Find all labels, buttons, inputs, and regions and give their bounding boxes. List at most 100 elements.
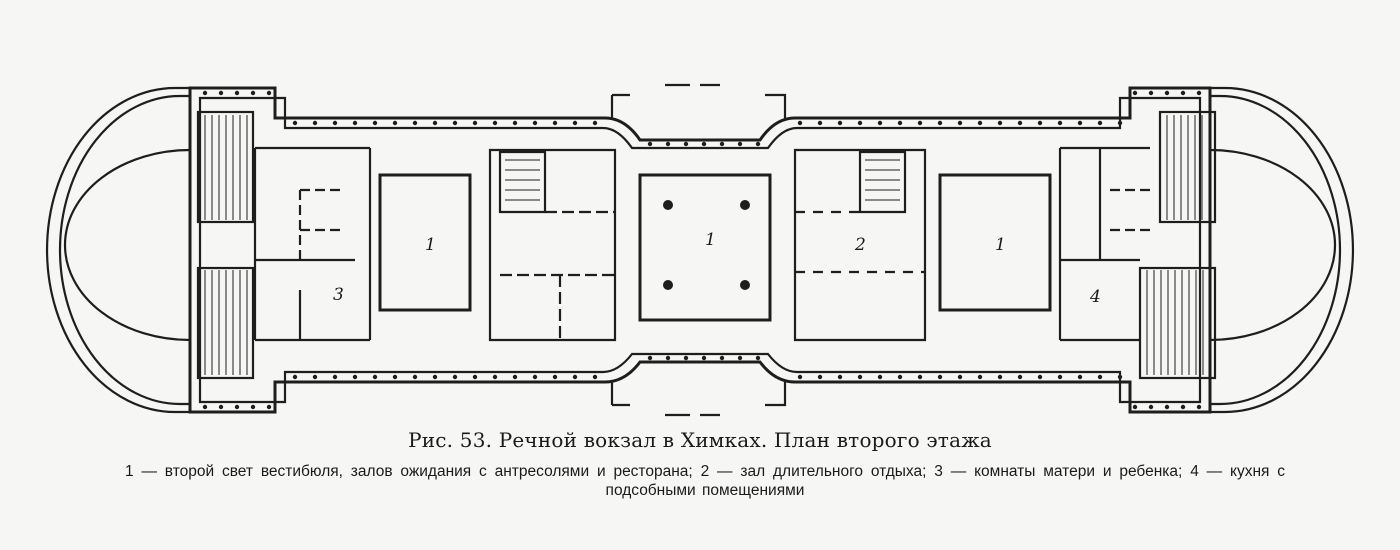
window-mark [837, 374, 843, 380]
window-mark [997, 374, 1003, 380]
plan-label-right-hall: 1 [995, 235, 1006, 255]
building-outline [188, 86, 1212, 414]
plan-label-left-hall: 1 [425, 235, 436, 255]
window-mark [452, 120, 458, 126]
window-mark [737, 355, 743, 361]
window-mark [412, 120, 418, 126]
window-mark [837, 120, 843, 126]
window-mark [797, 120, 803, 126]
window-mark [1148, 90, 1154, 96]
window-mark [977, 120, 983, 126]
window-mark [665, 355, 671, 361]
window-mark [877, 120, 883, 126]
window-mark [250, 404, 256, 410]
window-mark [332, 120, 338, 126]
right-stair-top [1158, 110, 1217, 224]
window-mark [877, 374, 883, 380]
window-mark [1017, 374, 1023, 380]
plan-label-mother-child: 3 [333, 285, 344, 305]
left-terrace-inner [58, 94, 190, 406]
window-mark [234, 404, 240, 410]
window-mark [592, 374, 598, 380]
left-hall-1 [378, 173, 472, 312]
window-mark [897, 120, 903, 126]
window-mark [1057, 374, 1063, 380]
window-mark [957, 374, 963, 380]
window-mark [250, 90, 256, 96]
center-hall-1 [638, 173, 772, 322]
window-mark [218, 404, 224, 410]
window-mark [683, 355, 689, 361]
legend-item-4: 4 — кухня с подсобными помещениями [605, 463, 1286, 499]
right-lawn-arc [1209, 148, 1337, 342]
window-mark [392, 374, 398, 380]
right-terrace-inner [1210, 94, 1342, 406]
window-mark [372, 374, 378, 380]
window-mark [977, 374, 983, 380]
figure-caption: Рис. 53. Речной вокзал в Химках. План вт… [408, 428, 992, 452]
window-mark [755, 355, 761, 361]
window-mark [937, 374, 943, 380]
window-mark [1097, 120, 1103, 126]
window-mark [857, 374, 863, 380]
window-mark [1077, 374, 1083, 380]
window-mark [292, 120, 298, 126]
window-mark [572, 120, 578, 126]
floor-plan-drawing: 1 1 2 1 3 4 [45, 83, 1355, 417]
window-mark [647, 141, 653, 147]
window-mark [1196, 90, 1202, 96]
window-mark [701, 141, 707, 147]
window-mark [1097, 374, 1103, 380]
window-mark [452, 374, 458, 380]
window-mark [292, 374, 298, 380]
window-mark [412, 374, 418, 380]
window-mark [218, 90, 224, 96]
window-mark [552, 120, 558, 126]
window-mark [817, 120, 823, 126]
window-mark [202, 90, 208, 96]
window-mark [472, 120, 478, 126]
window-mark [1148, 404, 1154, 410]
window-mark [432, 374, 438, 380]
window-mark [512, 374, 518, 380]
window-mark [1117, 120, 1123, 126]
window-mark [512, 120, 518, 126]
left-stair-top [196, 110, 255, 224]
window-mark [719, 355, 725, 361]
window-mark [701, 355, 707, 361]
right-terrace-outer [1210, 86, 1355, 414]
window-mark [266, 90, 272, 96]
window-mark [1057, 120, 1063, 126]
window-mark [1196, 404, 1202, 410]
window-mark [266, 404, 272, 410]
right-hall-1 [938, 173, 1052, 312]
window-mark [1037, 120, 1043, 126]
window-mark [1164, 90, 1170, 96]
legend-item-2: 2 — зал длительного отдыха; [700, 463, 927, 480]
window-mark [372, 120, 378, 126]
window-mark [1164, 404, 1170, 410]
window-mark [472, 374, 478, 380]
window-mark [937, 120, 943, 126]
window-mark [897, 374, 903, 380]
window-mark [719, 141, 725, 147]
window-mark [797, 374, 803, 380]
window-mark [1117, 374, 1123, 380]
window-mark [532, 374, 538, 380]
window-mark [1180, 404, 1186, 410]
window-mark [592, 120, 598, 126]
window-mark [392, 120, 398, 126]
right-stair-bottom [1138, 266, 1217, 380]
window-mark [1132, 90, 1138, 96]
window-mark [997, 120, 1003, 126]
window-mark [957, 120, 963, 126]
window-mark [1132, 404, 1138, 410]
window-mark [1180, 90, 1186, 96]
window-mark [755, 141, 761, 147]
window-mark [532, 120, 538, 126]
window-mark [1017, 120, 1023, 126]
building-inner-outline [198, 96, 1202, 404]
figure-legend: 1 — второй свет вестибюля, залов ожидани… [125, 462, 1285, 500]
window-mark [234, 90, 240, 96]
window-mark [683, 141, 689, 147]
